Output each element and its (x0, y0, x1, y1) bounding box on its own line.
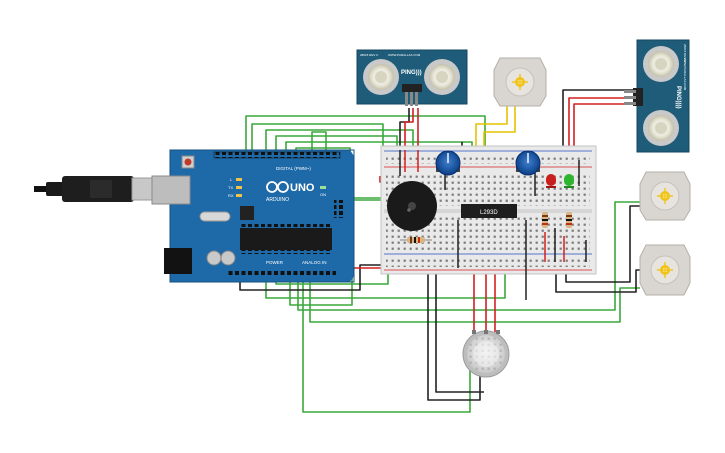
arduino-model-label: UNO (290, 182, 315, 194)
l-led-label: L (230, 177, 233, 182)
l293d-chip: L293D (461, 201, 517, 218)
wire-green (251, 123, 384, 162)
led-red (546, 174, 556, 188)
ping-label: PING)))) (675, 86, 681, 109)
ultrasonic-sensor-top: PING))) WWW.PARALLAX.COM 28015 REV C (356, 49, 468, 106)
ping-brand: WWW.PARALLAX.COM (683, 58, 687, 91)
ultrasonic-sensor-right: PING)))) WWW.PARALLAX.COM 28015 REV C (624, 39, 690, 153)
wire-green (302, 270, 471, 413)
gas-sensor (462, 330, 510, 378)
wire-red (404, 108, 414, 148)
wire-green (297, 201, 640, 311)
tx-led-label: TX (228, 185, 233, 190)
resistor (566, 212, 572, 228)
ping-model: 28015 REV C (683, 44, 687, 63)
piezo-buzzer (387, 181, 437, 231)
wire-black (562, 89, 636, 160)
breadboard-jumpers (399, 150, 587, 300)
ping-model: 28015 REV C (360, 53, 379, 57)
dc-motor-right-lower (639, 244, 691, 296)
resistor (400, 237, 432, 243)
arduino-brand-label: ARDUINO (266, 197, 289, 203)
arduino-board: UNO ARDUINO DIGITAL (PWM~) POWER ANALOG … (151, 149, 355, 283)
ping-label: PING))) (401, 70, 422, 76)
analog-header-label: ANALOG IN (302, 260, 327, 265)
potentiometer-left (435, 150, 461, 176)
arduino-logo (266, 181, 289, 193)
wire-black (427, 190, 481, 401)
power-header-label: POWER (266, 260, 284, 265)
resistor (542, 212, 548, 228)
potentiometer-right (515, 150, 541, 176)
wire-red (568, 97, 636, 160)
wire-black (239, 264, 392, 291)
wire-black (565, 205, 640, 283)
led-green (564, 174, 574, 188)
ic-label: L293D (480, 210, 498, 216)
digital-header-label: DIGITAL (PWM~) (276, 166, 311, 171)
rx-led-label: RX (228, 193, 234, 198)
on-led-label: ON (320, 192, 326, 197)
wire-red (573, 103, 636, 160)
ping-brand: WWW.PARALLAX.COM (388, 53, 421, 57)
dc-motor-top (493, 57, 547, 107)
dc-motor-right-upper (639, 171, 691, 221)
